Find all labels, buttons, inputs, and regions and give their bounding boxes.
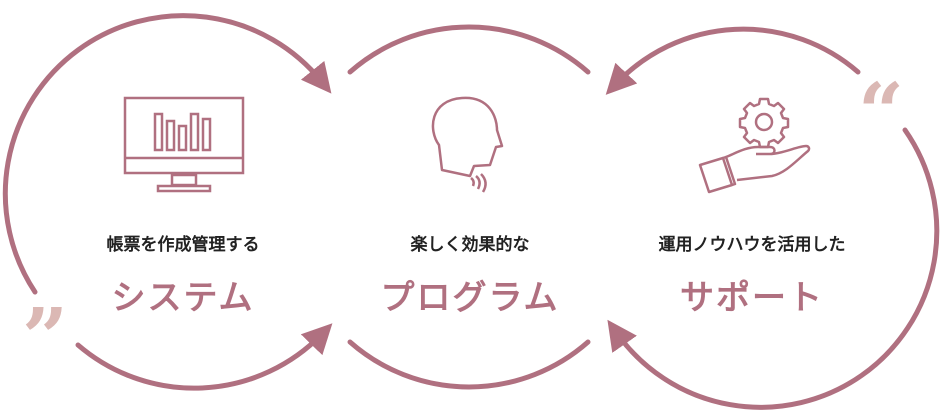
arc-middle-bottom: [347, 339, 591, 390]
quote-close-icon: ”: [22, 290, 68, 384]
step-1-subtitle: 帳票を作成管理する: [106, 235, 260, 255]
arc-left-bottom: [75, 323, 333, 391]
speaking-head-icon: [431, 96, 504, 193]
quote-open-icon: “: [858, 65, 904, 159]
hand-gear-icon: [698, 97, 811, 194]
step-2-title: プログラム: [380, 278, 560, 318]
step-3-subtitle: 運用ノウハウを活用した: [658, 235, 846, 255]
svg-text:”: ”: [22, 290, 68, 384]
step-2-subtitle: 楽しく効果的な: [410, 235, 530, 255]
svg-text:“: “: [858, 65, 904, 159]
monitor-chart-icon: [123, 96, 245, 193]
arc-right-top: [605, 26, 861, 95]
arc-left-top: [2, 13, 332, 295]
arc-right-side: [607, 127, 940, 410]
arc-middle-top: [347, 24, 591, 75]
step-1-title: システム: [111, 278, 255, 318]
step-3-title: サポート: [680, 278, 824, 318]
